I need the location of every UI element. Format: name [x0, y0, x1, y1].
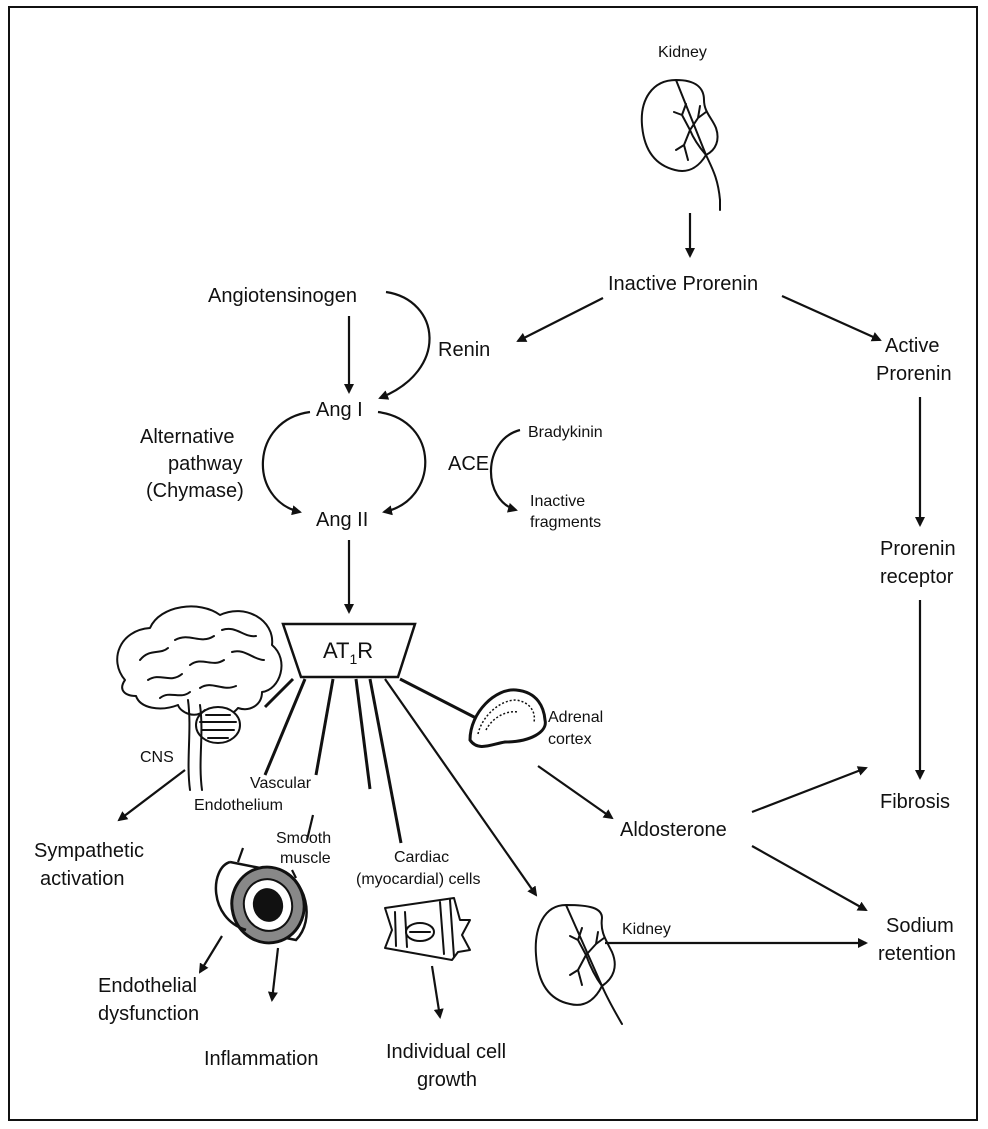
adrenal-line1: Adrenal — [548, 709, 603, 726]
sympathetic-line2: activation — [40, 868, 125, 890]
adrenal-gland-icon — [468, 688, 547, 748]
endothelial-line1: Endothelial — [98, 975, 197, 997]
active-prorenin-line1: Active — [885, 335, 939, 357]
line-at1r-to-cns — [263, 677, 295, 709]
aldosterone-label: Aldosterone — [620, 819, 727, 841]
sympathetic-line1: Sympathetic — [34, 840, 144, 862]
brain-icon — [116, 605, 283, 791]
arrow-cns-to-sympathetic — [117, 769, 186, 822]
adrenal-line2: cortex — [548, 731, 592, 748]
endothelial-line2: dysfunction — [98, 1003, 199, 1025]
cardiac-line1: Cardiac — [394, 849, 449, 866]
bradykinin-label: Bradykinin — [528, 424, 603, 441]
arrow-bradykinin-curve — [489, 428, 521, 513]
kidney-bottom-label: Kidney — [622, 921, 671, 938]
arrow-renin-curve — [378, 290, 431, 400]
ang2-label: Ang II — [316, 509, 368, 531]
line-at1r-to-cardiac — [368, 678, 403, 844]
inactive-fragments-line1: Inactive — [530, 493, 585, 510]
kidney-icon — [534, 904, 623, 1025]
growth-line2: growth — [417, 1069, 477, 1091]
arrow-alternative-pathway — [261, 410, 311, 516]
sodium-line2: retention — [878, 943, 956, 965]
arrow-prorenin-to-renin — [516, 297, 604, 342]
alt-pathway-line1: Alternative — [140, 426, 235, 448]
vascular-line2: Endothelium — [194, 797, 283, 814]
arrow-adrenal-to-aldosterone — [537, 765, 614, 820]
line-at1r-to-vascular — [314, 678, 335, 776]
fibrosis-label: Fibrosis — [880, 791, 950, 813]
arrow-aldosterone-to-sodium — [751, 845, 868, 911]
arrow-aldosterone-to-fibrosis — [751, 766, 868, 814]
kidney-top-label: Kidney — [658, 44, 707, 61]
cardiac-line2: (myocardial) cells — [356, 871, 480, 888]
inflammation-label: Inflammation — [204, 1048, 319, 1070]
smooth-line2: muscle — [280, 850, 331, 867]
prorenin-receptor-line2: receptor — [880, 566, 954, 588]
ace-label: ACE — [448, 453, 489, 475]
line-vascular-pointer — [305, 814, 315, 841]
at1r-label: AT1R — [323, 638, 373, 667]
cns-label: CNS — [140, 749, 174, 766]
prorenin-receptor-line1: Prorenin — [880, 538, 956, 560]
angiotensinogen-label: Angiotensinogen — [208, 285, 357, 307]
line-at1r-to-endothelium — [263, 678, 307, 776]
diagram-frame — [8, 6, 978, 1121]
myocardial-cell-icon — [384, 897, 471, 961]
at1r-receptor-box — [281, 622, 417, 679]
sodium-line1: Sodium — [886, 915, 954, 937]
arrow-to-cell-growth — [430, 965, 444, 1019]
kidney-icon — [640, 79, 721, 211]
smooth-line1: Smooth — [276, 830, 331, 847]
arrow-prorenin-to-active — [781, 294, 882, 342]
arrow-ace-curve — [377, 410, 427, 516]
alt-pathway-line3: (Chymase) — [146, 480, 244, 502]
active-prorenin-line2: Prorenin — [876, 363, 952, 385]
vascular-line1: Vascular — [250, 775, 312, 792]
arrow-at1r-to-kidney — [384, 678, 538, 897]
arrow-to-endothelial — [198, 935, 223, 974]
ang1-label: Ang I — [316, 399, 363, 421]
renin-label: Renin — [438, 339, 490, 361]
growth-line1: Individual cell — [386, 1041, 506, 1063]
inactive-fragments-line2: fragments — [530, 514, 601, 531]
blood-vessel-icon — [214, 847, 308, 945]
line-at1r-to-smooth — [354, 678, 372, 790]
line-at1r-to-adrenal — [399, 677, 477, 720]
inactive-prorenin-label: Inactive Prorenin — [608, 273, 758, 295]
alt-pathway-line2: pathway — [168, 453, 243, 475]
arrow-to-inflammation — [267, 947, 280, 1002]
